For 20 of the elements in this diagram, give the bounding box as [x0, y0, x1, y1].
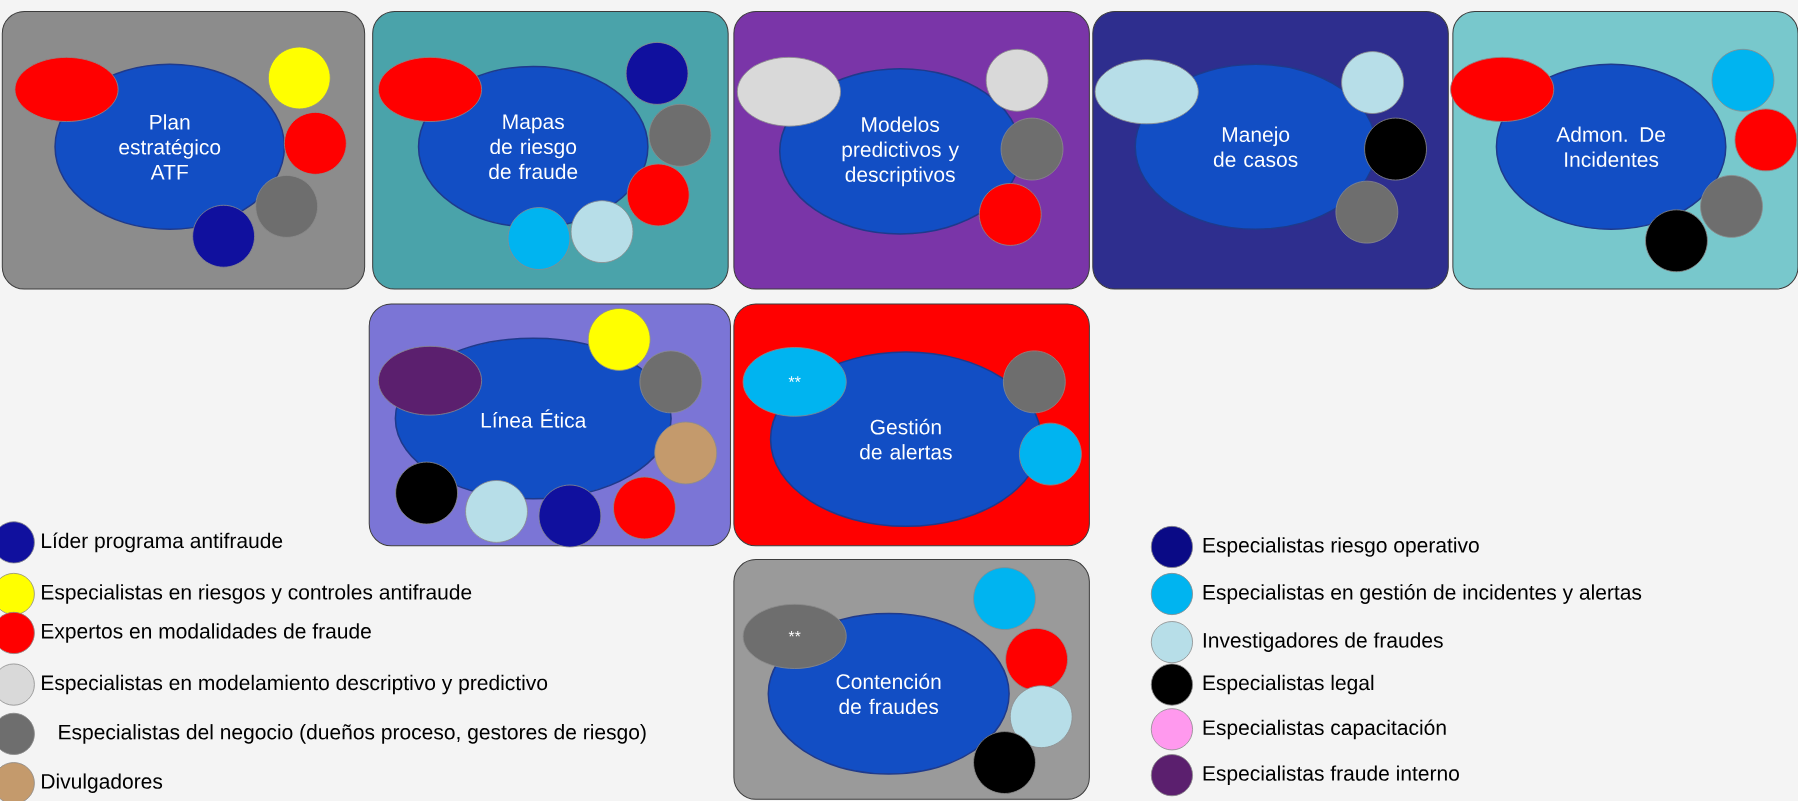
legend-label: Divulgadores: [42, 773, 163, 793]
specialist-dot: [1094, 59, 1199, 125]
specialist-oval: **: [742, 347, 847, 417]
specialist-dot: [1450, 56, 1555, 122]
specialist-dot: [378, 345, 482, 416]
legend-label: Expertos en modalidades de fraude: [42, 623, 371, 643]
legend-label: Especialistas del negocio (dueños proceso, gestores de riesgo): [59, 724, 646, 744]
specialist-dot: [378, 56, 482, 122]
legend-label: Especialistas riesgo operativo: [1203, 537, 1479, 557]
legend-label: Investigadores de fraudes: [1203, 632, 1443, 652]
specialist-dot: [14, 56, 119, 122]
legend-label: Especialistas en gestión de incidentes y alertas: [1203, 584, 1642, 604]
legend-label: Líder programa antifraude: [42, 532, 283, 553]
legend-label: Especialistas en riesgos y controles antifraude: [42, 584, 472, 604]
legend-label: Especialistas legal: [1203, 674, 1374, 695]
legend-label: Especialistas en modelamiento descriptivo y predictivo: [42, 674, 548, 695]
specialist-oval: **: [742, 603, 847, 669]
specialist-dot: [736, 56, 841, 127]
legend-label: Especialistas fraude interno: [1203, 765, 1459, 785]
legend-label: Especialistas capacitación: [1203, 719, 1446, 740]
